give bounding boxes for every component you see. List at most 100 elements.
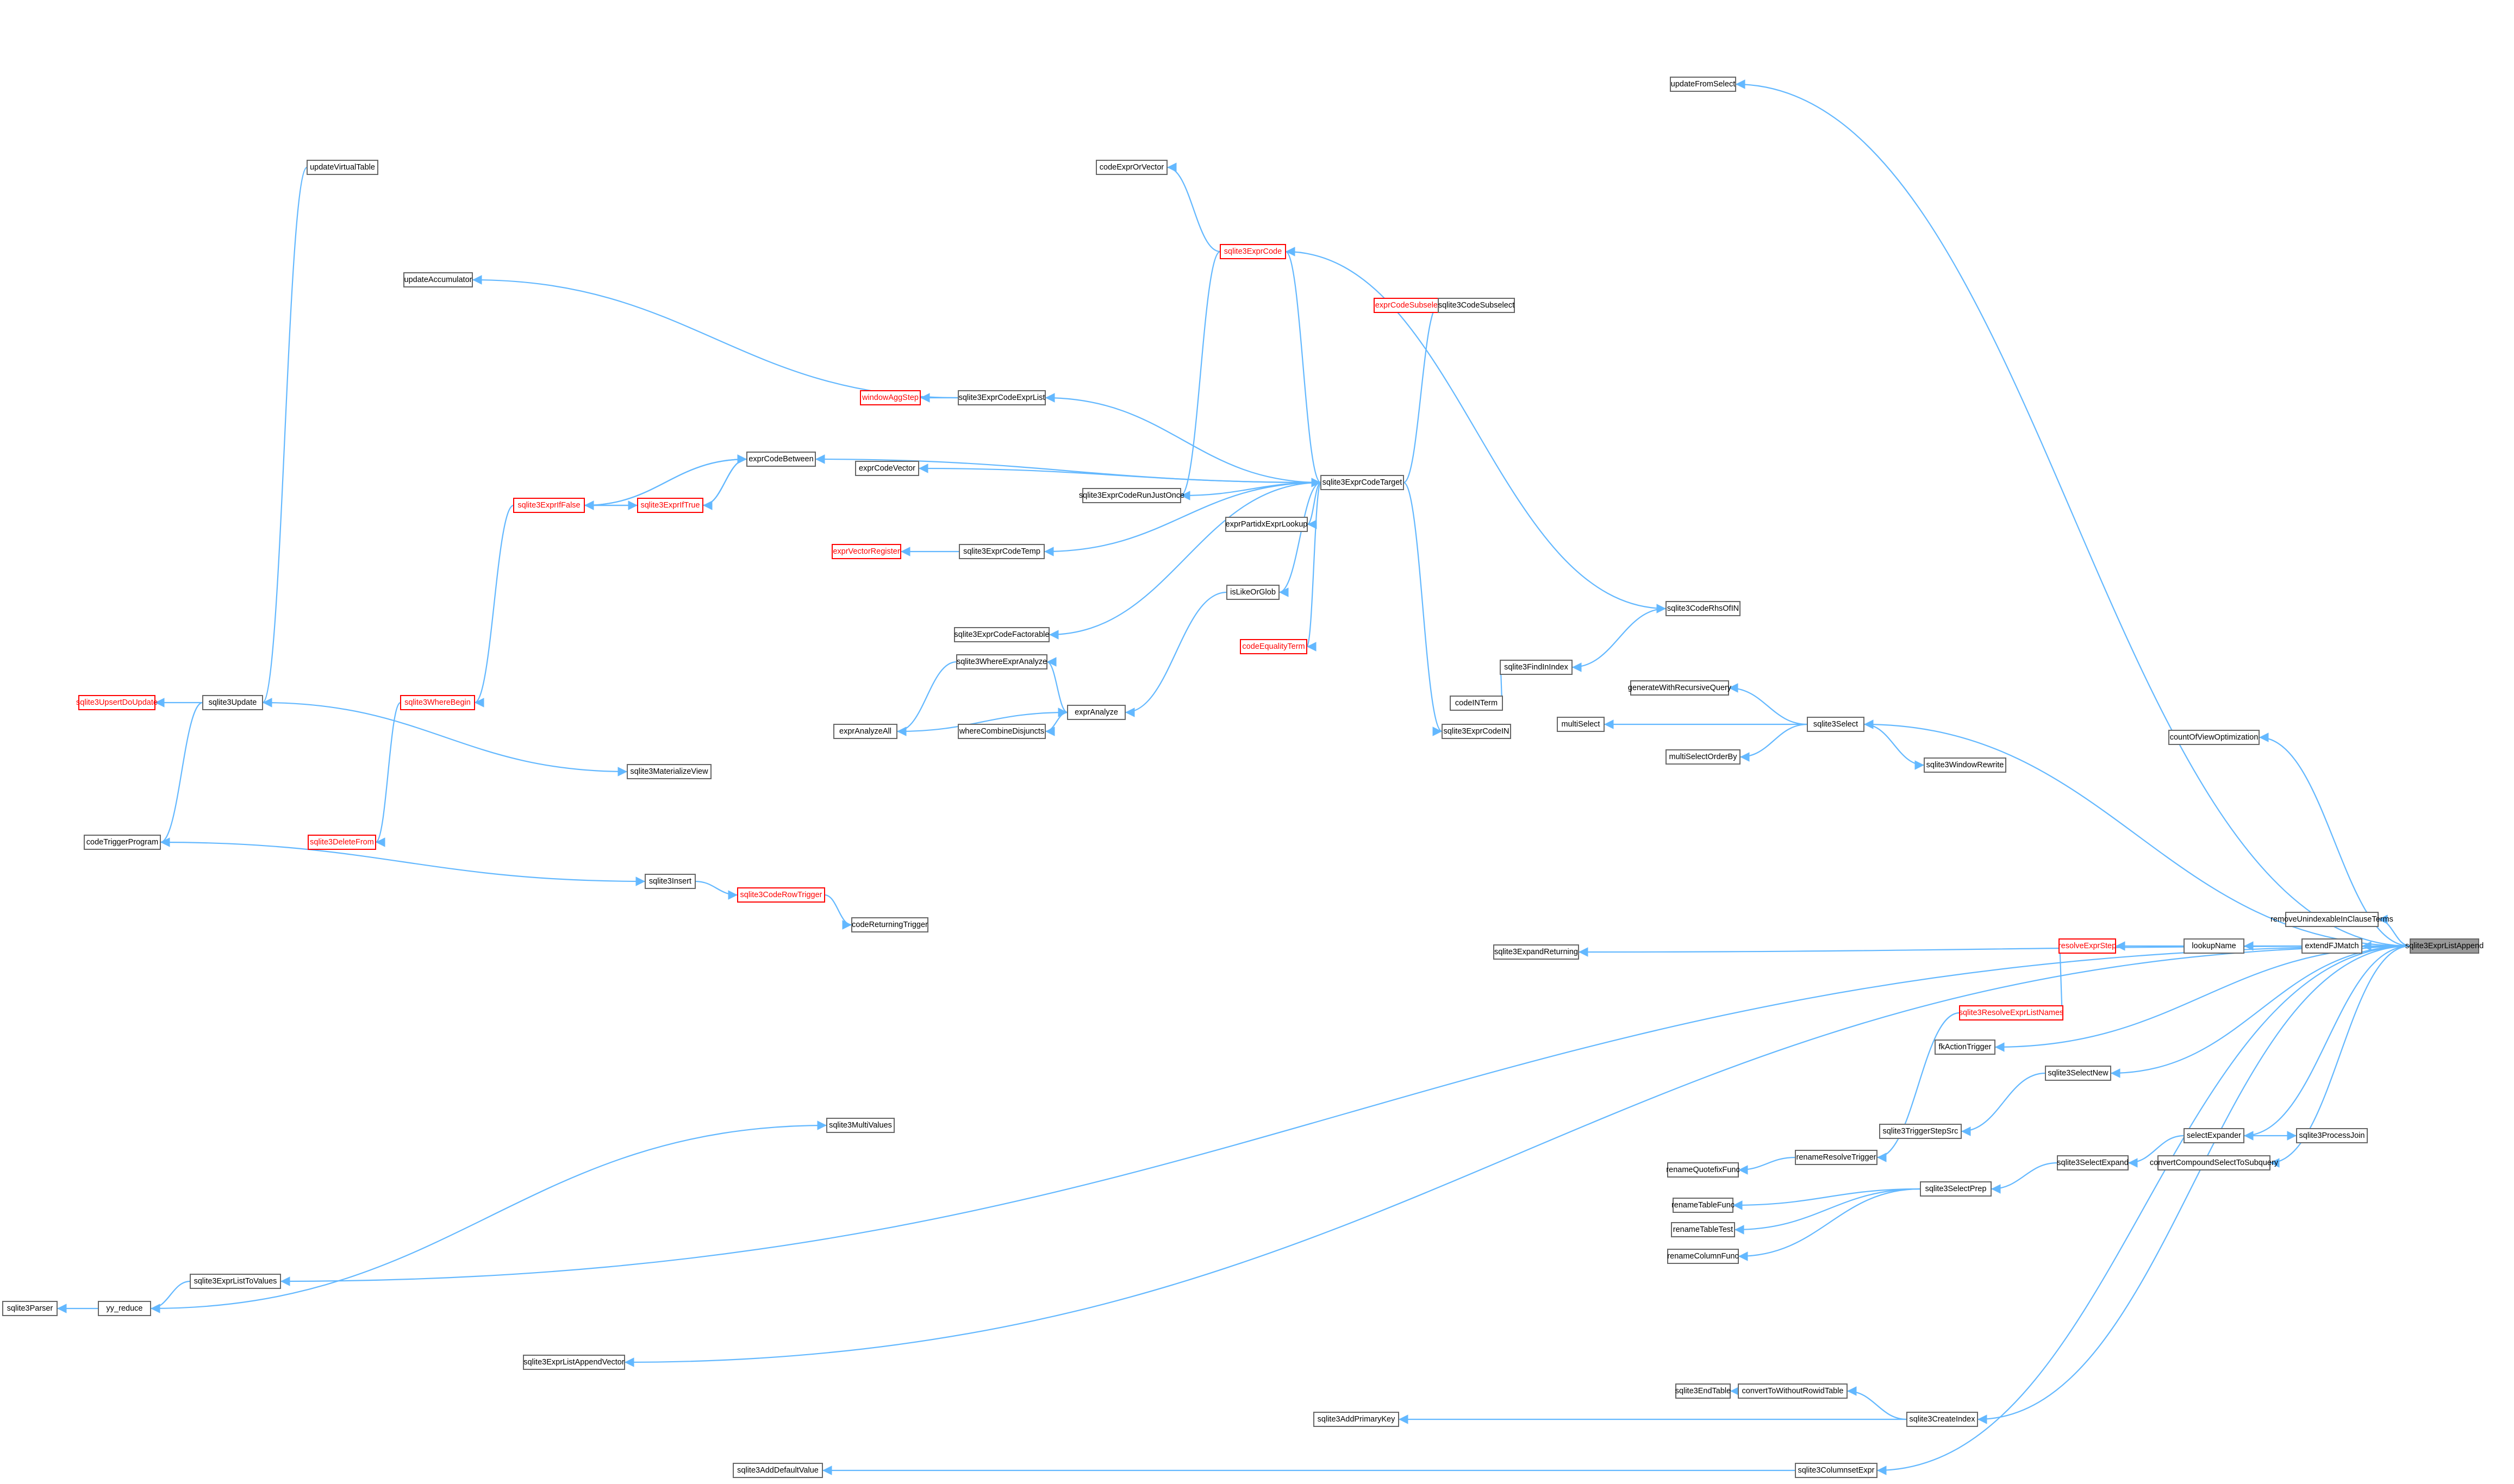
graph-node[interactable]: sqlite3CodeRhsOfIN bbox=[1665, 601, 1741, 616]
node-box[interactable] bbox=[1313, 1412, 1399, 1427]
node-box[interactable] bbox=[1374, 298, 1445, 313]
node-box[interactable] bbox=[1738, 1383, 1848, 1399]
graph-node[interactable]: sqlite3WhereExprAnalyze bbox=[956, 654, 1047, 669]
graph-node[interactable]: sqlite3WindowRewrite bbox=[1924, 757, 2006, 773]
graph-node[interactable]: sqlite3AddDefaultValue bbox=[733, 1463, 823, 1478]
node-box[interactable] bbox=[1879, 1124, 1962, 1139]
node-box[interactable] bbox=[1320, 475, 1404, 490]
node-box[interactable] bbox=[1225, 517, 1308, 532]
graph-node[interactable]: sqlite3MaterializeView bbox=[627, 764, 712, 779]
graph-node[interactable]: sqlite3MultiValues bbox=[826, 1118, 895, 1133]
node-box[interactable] bbox=[2045, 1066, 2111, 1081]
node-box[interactable] bbox=[1935, 1040, 1995, 1055]
graph-node[interactable]: sqlite3ExprCodeFactorable bbox=[954, 627, 1050, 642]
node-box[interactable] bbox=[307, 160, 378, 175]
graph-node[interactable]: windowAggStep bbox=[860, 390, 921, 405]
node-box[interactable] bbox=[84, 835, 161, 850]
node-box[interactable] bbox=[826, 1118, 895, 1133]
node-box[interactable] bbox=[2184, 1128, 2244, 1143]
node-box[interactable] bbox=[1665, 601, 1741, 616]
node-box[interactable] bbox=[637, 498, 703, 513]
graph-node[interactable]: sqlite3CodeSubselect bbox=[1438, 298, 1515, 313]
node-box[interactable] bbox=[958, 724, 1046, 739]
graph-node[interactable]: sqlite3SelectNew bbox=[2045, 1066, 2111, 1081]
node-box[interactable] bbox=[1924, 757, 2006, 773]
graph-node[interactable]: sqlite3DeleteFrom bbox=[308, 835, 376, 850]
graph-node[interactable]: lookupName bbox=[2184, 938, 2244, 954]
node-box[interactable] bbox=[1067, 705, 1126, 720]
node-box[interactable] bbox=[627, 764, 712, 779]
node-box[interactable] bbox=[833, 724, 897, 739]
node-box[interactable] bbox=[1670, 77, 1736, 92]
graph-node[interactable]: sqlite3ExprCodeTarget bbox=[1320, 475, 1404, 490]
node-box[interactable] bbox=[737, 887, 825, 903]
graph-node[interactable]: sqlite3ExprListAppend bbox=[2405, 938, 2484, 954]
graph-node[interactable]: exprCodeBetween bbox=[746, 452, 816, 467]
graph-node[interactable]: yy_reduce bbox=[98, 1301, 151, 1316]
graph-node[interactable]: sqlite3Insert bbox=[645, 874, 696, 889]
node-box[interactable] bbox=[190, 1274, 281, 1289]
graph-node[interactable]: sqlite3ExprCodeExprList bbox=[958, 390, 1046, 405]
node-box[interactable] bbox=[1240, 639, 1307, 654]
node-box[interactable] bbox=[645, 874, 696, 889]
graph-node[interactable]: whereCombineDisjuncts bbox=[958, 724, 1046, 739]
node-box[interactable] bbox=[2, 1301, 58, 1316]
node-box[interactable] bbox=[400, 695, 475, 710]
graph-node[interactable]: codeTriggerProgram bbox=[84, 835, 161, 850]
graph-node[interactable]: sqlite3ExprCodeTemp bbox=[959, 544, 1045, 559]
node-box[interactable] bbox=[1920, 1181, 1992, 1197]
graph-node[interactable]: sqlite3ExprListAppendVector bbox=[523, 1355, 625, 1370]
graph-node[interactable]: sqlite3CodeRowTrigger bbox=[737, 887, 825, 903]
node-box[interactable] bbox=[403, 272, 473, 287]
node-box[interactable] bbox=[959, 544, 1045, 559]
node-box[interactable] bbox=[1096, 160, 1168, 175]
node-box[interactable] bbox=[958, 390, 1046, 405]
node-box[interactable] bbox=[832, 544, 901, 559]
graph-node[interactable]: codeINTerm bbox=[1450, 696, 1503, 711]
graph-node[interactable]: sqlite3FindInIndex bbox=[1500, 660, 1573, 675]
graph-node[interactable]: sqlite3EndTable bbox=[1675, 1383, 1731, 1399]
graph-node[interactable]: sqlite3ExprCodeRunJustOnce bbox=[1079, 488, 1184, 503]
graph-node[interactable]: isLikeOrGlob bbox=[1226, 585, 1280, 600]
node-box[interactable] bbox=[1795, 1463, 1877, 1478]
node-box[interactable] bbox=[2410, 938, 2479, 954]
graph-node[interactable]: sqlite3ColumnsetExpr bbox=[1795, 1463, 1877, 1478]
node-box[interactable] bbox=[1665, 749, 1741, 765]
node-box[interactable] bbox=[1667, 1249, 1739, 1264]
graph-node[interactable]: extendFJMatch bbox=[2301, 938, 2362, 954]
graph-node[interactable]: exprAnalyzeAll bbox=[833, 724, 897, 739]
node-box[interactable] bbox=[2296, 1128, 2368, 1143]
graph-node[interactable]: sqlite3TriggerStepSrc bbox=[1879, 1124, 1962, 1139]
graph-node[interactable]: sqlite3Parser bbox=[2, 1301, 58, 1316]
graph-node[interactable]: sqlite3ExprCodeIN bbox=[1442, 724, 1511, 739]
node-box[interactable] bbox=[1226, 585, 1280, 600]
graph-node[interactable]: sqlite3CreateIndex bbox=[1906, 1412, 1978, 1427]
graph-node[interactable]: sqlite3Update bbox=[202, 695, 263, 710]
node-box[interactable] bbox=[2157, 1155, 2270, 1170]
node-box[interactable] bbox=[1795, 1150, 1877, 1165]
graph-node[interactable]: selectExpander bbox=[2184, 1128, 2244, 1143]
graph-node[interactable]: renameResolveTrigger bbox=[1795, 1150, 1877, 1165]
node-box[interactable] bbox=[851, 917, 928, 932]
graph-node[interactable]: sqlite3AddPrimaryKey bbox=[1313, 1412, 1399, 1427]
node-box[interactable] bbox=[1675, 1383, 1731, 1399]
node-box[interactable] bbox=[746, 452, 816, 467]
node-box[interactable] bbox=[733, 1463, 823, 1478]
node-box[interactable] bbox=[1450, 696, 1503, 711]
node-box[interactable] bbox=[98, 1301, 151, 1316]
node-box[interactable] bbox=[1082, 488, 1181, 503]
graph-node[interactable]: exprCodeVector bbox=[855, 461, 919, 476]
graph-node[interactable]: convertCompoundSelectToSubquery bbox=[2150, 1155, 2279, 1170]
graph-node[interactable]: generateWithRecursiveQuery bbox=[1628, 680, 1732, 696]
node-box[interactable] bbox=[1442, 724, 1511, 739]
graph-node[interactable]: exprCodeSubselect bbox=[1374, 298, 1445, 313]
graph-node[interactable]: updateVirtualTable bbox=[307, 160, 378, 175]
graph-node[interactable]: sqlite3SelectExpand bbox=[2057, 1155, 2129, 1170]
graph-node[interactable]: countOfViewOptimization bbox=[2168, 730, 2260, 745]
graph-node[interactable]: sqlite3ExprCode bbox=[1220, 244, 1286, 259]
graph-node[interactable]: sqlite3ExprListToValues bbox=[190, 1274, 281, 1289]
graph-node[interactable]: resolveExprStep bbox=[2058, 938, 2116, 954]
graph-node[interactable]: multiSelectOrderBy bbox=[1665, 749, 1741, 765]
node-box[interactable] bbox=[1220, 244, 1286, 259]
node-box[interactable] bbox=[1906, 1412, 1978, 1427]
